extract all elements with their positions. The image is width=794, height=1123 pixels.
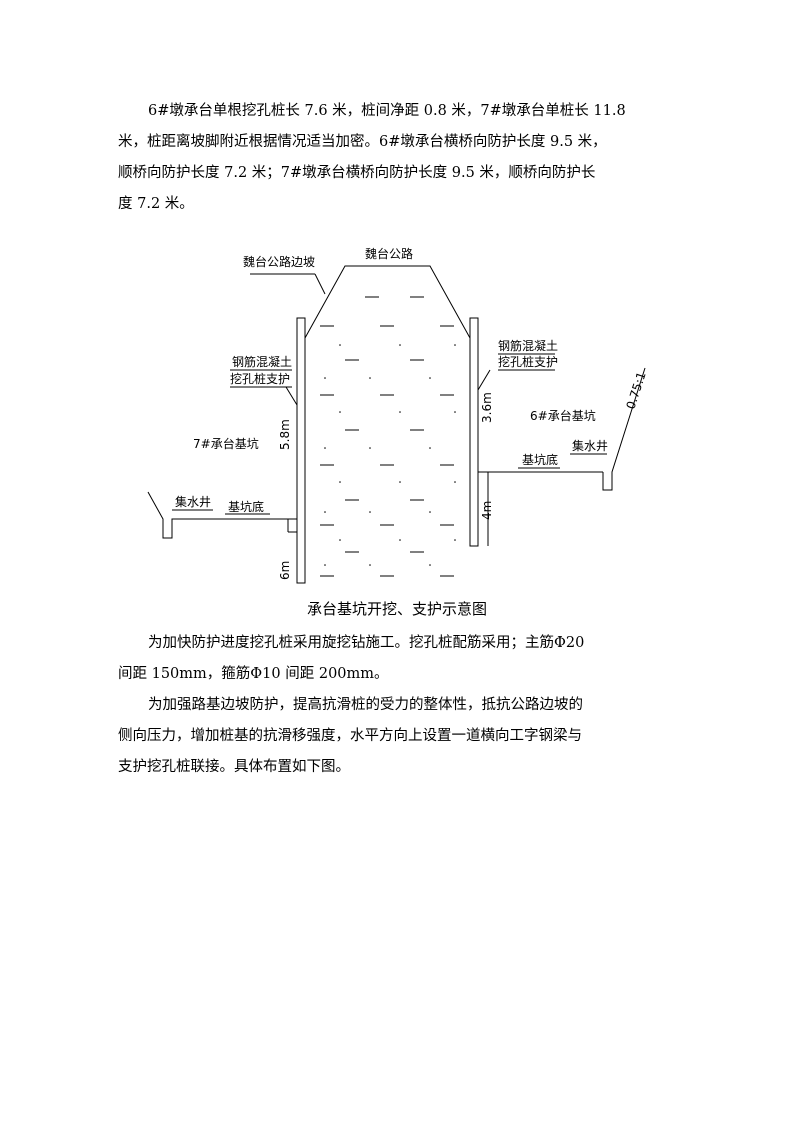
text-line: 为加强路基边坡防护，提高抗滑桩的受力的整体性，抵抗公路边坡的 [148,697,583,713]
label-dim-left-lower: 6m [278,561,292,580]
fill-pattern [320,296,454,577]
label-pit-7: 7#承台基坑 [193,436,259,451]
paragraph-pile-specs: 6#墩承台单根挖孔桩长 7.6 米，桩间净距 0.8 米，7#墩承台单桩长 11… [118,96,666,220]
right-sump [602,367,646,491]
label-sump-right: 集水井 [572,438,608,453]
fill-dots [324,344,456,566]
label-road-slope: 魏台公路边坡 [243,254,315,269]
label-bottom-right: 基坑底 [522,452,558,467]
text-line: 侧向压力，增加桩基的抗滑移强度，水平方向上设置一道横向工字钢梁与 [118,728,582,744]
label-bottom-left: 基坑底 [228,499,264,514]
text-line: 为加快防护进度挖孔桩采用旋挖钻施工。挖孔桩配筋采用；主筋Φ20 [148,635,585,651]
label-pit-6: 6#承台基坑 [530,408,596,423]
right-support-pile [469,317,479,547]
label-dim-left-upper: 5.8m [278,419,292,450]
paragraph-steel-beam: 为加强路基边坡防护，提高抗滑桩的受力的整体性，抵抗公路边坡的 侧向压力，增加桩基… [118,690,666,783]
label-left-concrete: 钢筋混凝土 [232,354,292,369]
text-line: 支护挖孔桩联接。具体布置如下图。 [118,759,350,775]
paragraph-rebar: 为加快防护进度挖孔桩采用旋挖钻施工。挖孔桩配筋采用；主筋Φ20 间距 150mm… [118,628,666,690]
label-right-pile: 挖孔桩支护 [498,354,558,369]
label-slope-ratio: 0.75:1 [624,370,649,411]
text-line: 间距 150mm，箍筋Φ10 间距 200mm。 [118,666,389,682]
left-sump [147,491,175,539]
label-road: 魏台公路 [365,246,413,261]
label-sump-left: 集水井 [175,494,211,509]
label-left-pile: 挖孔桩支护 [230,371,290,386]
label-dim-right-upper: 3.6m [480,392,494,423]
left-support-pile [296,317,306,584]
text-line: 度 7.2 米。 [118,196,194,212]
figure-caption: 承台基坑开挖、支护示意图 [306,600,487,618]
road-embankment-outline [304,265,471,339]
text-line: 6#墩承台单根挖孔桩长 7.6 米，桩间净距 0.8 米，7#墩承台单桩长 11… [148,103,626,119]
label-dim-right-lower: 4m [480,501,494,520]
text-line: 顺桥向防护长度 7.2 米；7#墩承台横桥向防护长度 9.5 米，顺桥向防护长 [118,165,596,181]
label-right-concrete: 钢筋混凝土 [498,338,558,353]
text-line: 米，桩距离坡脚附近根据情况适当加密。6#墩承台横桥向防护长度 9.5 米， [118,134,607,150]
excavation-support-diagram: 魏台公路边坡 魏台公路 钢筋混凝土 挖孔桩支护 钢筋混凝土 挖孔桩支护 7#承台… [147,246,649,584]
